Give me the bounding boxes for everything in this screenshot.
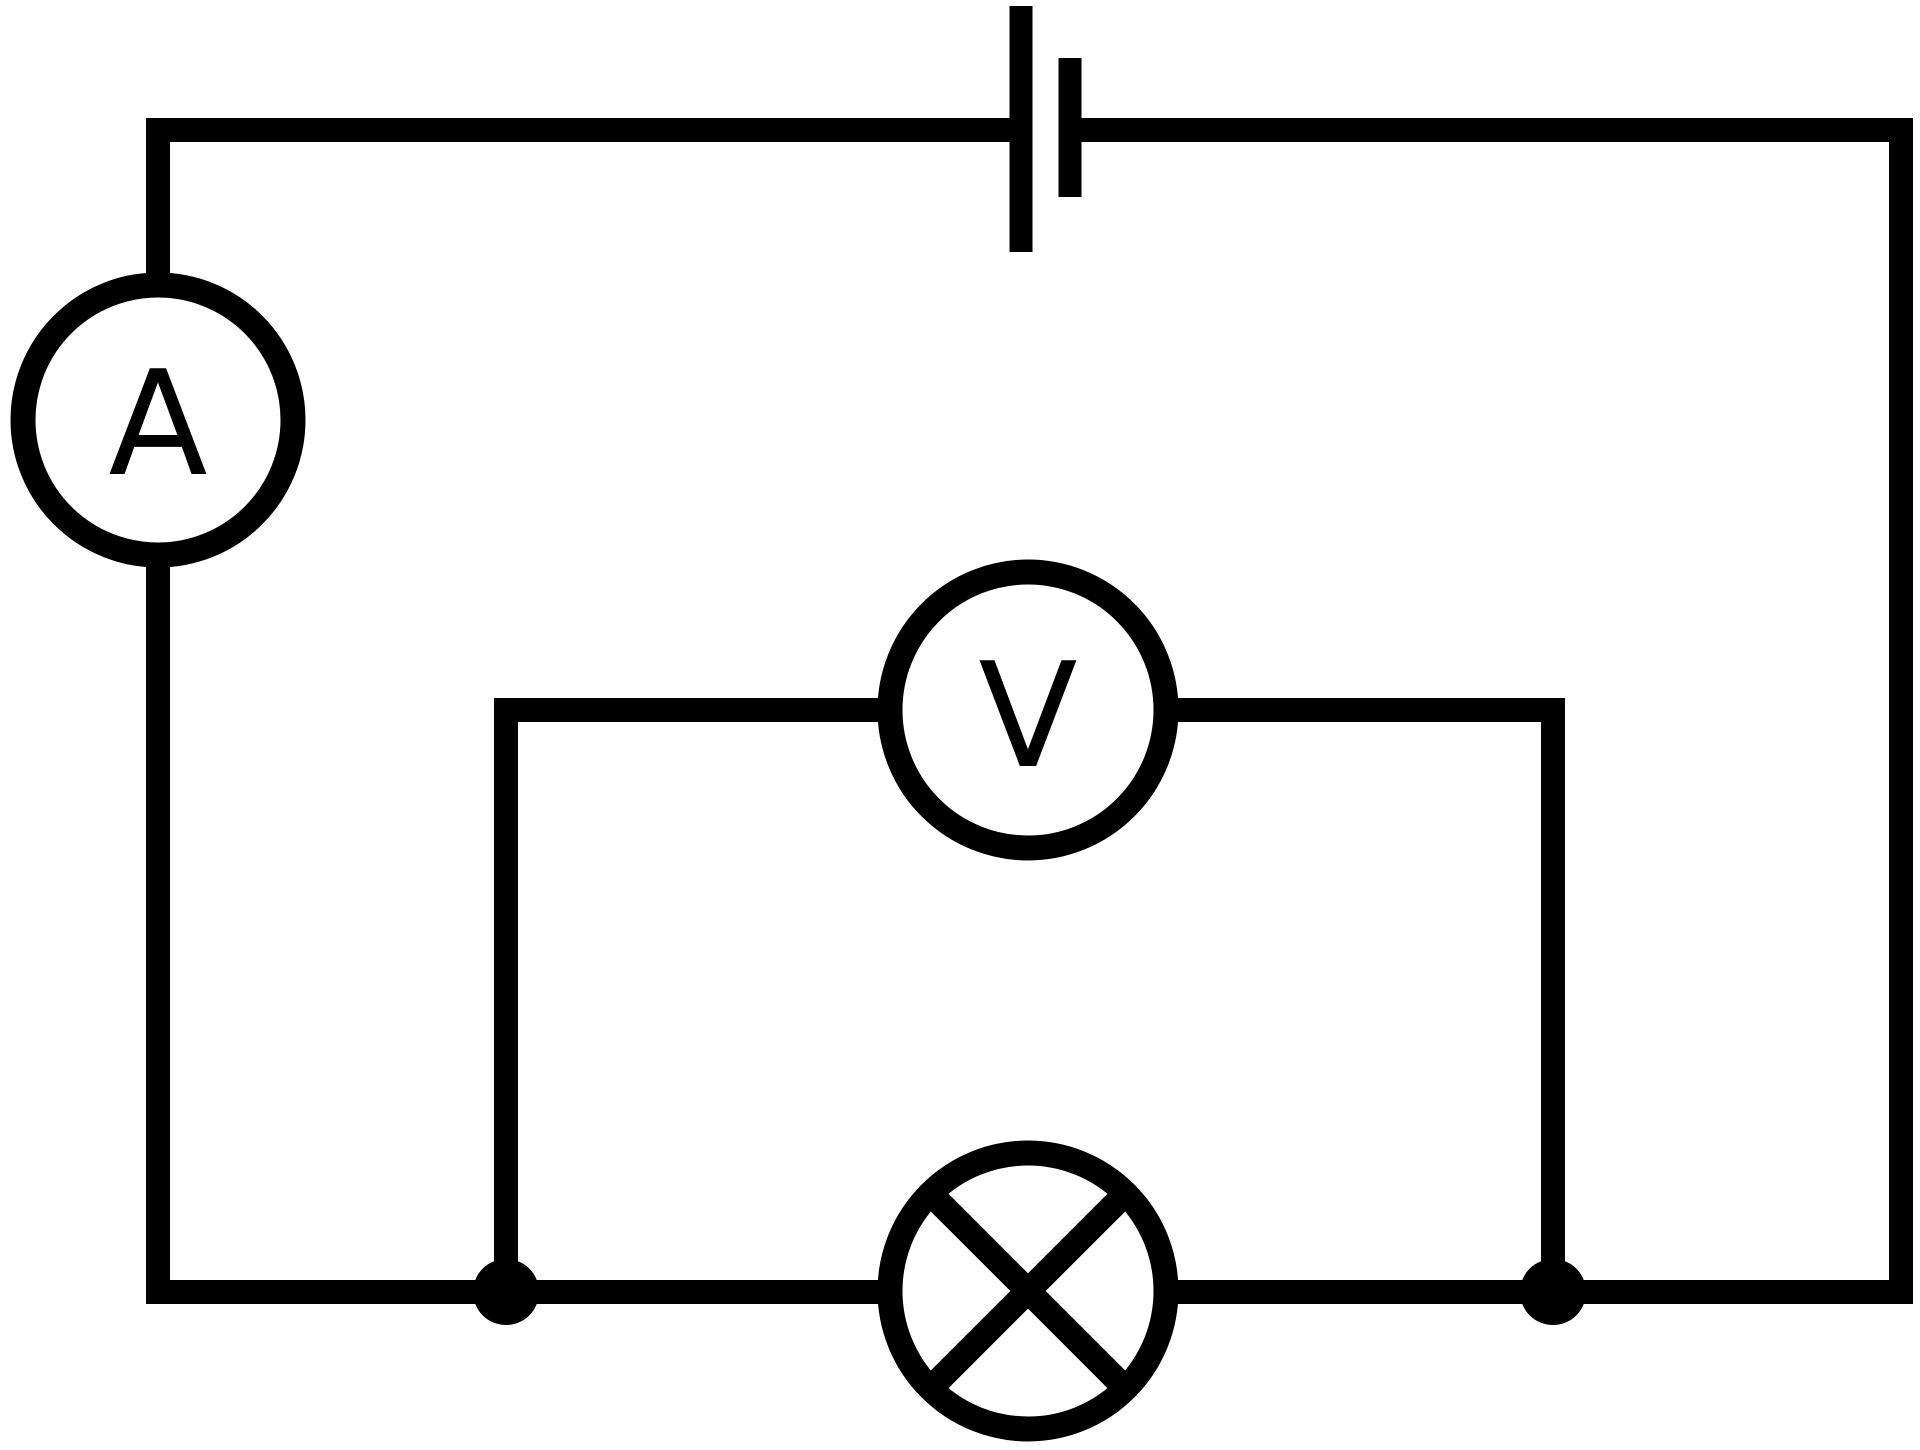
voltmeter-symbol: V — [877, 559, 1179, 861]
junction-dot-right — [1520, 1259, 1586, 1325]
ammeter-symbol: A — [10, 272, 306, 568]
lamp-symbol — [877, 1140, 1179, 1442]
lamp-cross-line-2 — [921, 1184, 1135, 1398]
wire-voltmeter-right-branch — [1164, 698, 1565, 1292]
wire-voltmeter-left-branch — [494, 698, 892, 1292]
wire-top-left — [146, 118, 1021, 288]
voltmeter-circle — [877, 559, 1179, 861]
voltmeter-label: V — [978, 632, 1077, 801]
battery-symbol — [1009, 6, 1082, 252]
ammeter-circle — [10, 272, 306, 568]
junctions — [473, 1259, 1586, 1325]
ammeter-label: A — [108, 340, 207, 509]
wire-left-side-and-bottom — [146, 554, 890, 1304]
junction-dot-left — [473, 1259, 539, 1325]
